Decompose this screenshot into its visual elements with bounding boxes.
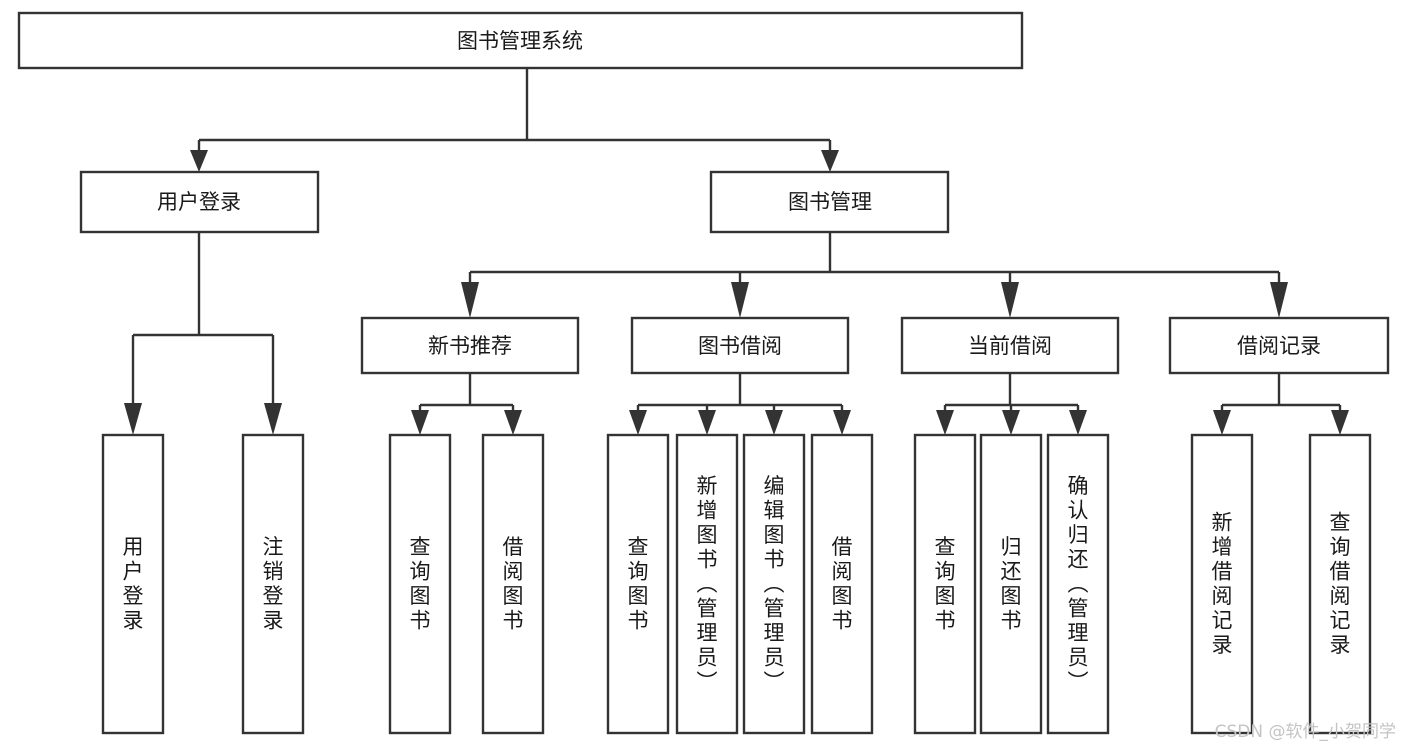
node-leaf-user-login[interactable]: 用户登录	[101, 433, 165, 735]
node-leaf-edit-book-label: 编辑图书︵管理员︶	[764, 474, 785, 694]
node-leaf-query-book-2[interactable]: 查询图书	[606, 433, 670, 735]
node-leaf-confirm-return-box[interactable]	[1046, 433, 1110, 735]
arrow-head-leaf-user-login	[124, 403, 142, 435]
watermark-credit: CSDN @软件_小贺同学	[1215, 722, 1396, 742]
node-book-borrow-box[interactable]	[630, 316, 850, 375]
node-leaf-borrow-book-2[interactable]: 借阅图书	[810, 433, 874, 735]
arrow-head-borrow-record	[1270, 282, 1288, 318]
node-leaf-borrow-book-1[interactable]: 借阅图书	[481, 433, 545, 735]
arrow-head-leaf-confirm-return	[1069, 410, 1087, 435]
node-current-borrow[interactable]: 当前借阅	[900, 316, 1120, 375]
node-leaf-confirm-return-label: 确认归还︵管理员︶	[1068, 474, 1089, 694]
node-root-label: 图书管理系统	[457, 29, 583, 53]
node-root[interactable]: 图书管理系统	[17, 11, 1024, 70]
node-leaf-user-login-label: 用户登录	[123, 535, 144, 633]
node-leaf-query-record[interactable]: 查询借阅记录	[1308, 433, 1372, 735]
node-leaf-query-book-3-label: 查询图书	[935, 535, 956, 633]
node-leaf-logout[interactable]: 注销登录	[241, 433, 305, 735]
node-leaf-query-record-label: 查询借阅记录	[1330, 511, 1351, 658]
arrow-head-leaf-query-record	[1331, 410, 1349, 435]
node-book-borrow-label: 图书借阅	[698, 334, 782, 358]
node-current-borrow-label: 当前借阅	[968, 334, 1052, 358]
arrow-head-book-borrow	[731, 282, 749, 318]
node-user-login-box[interactable]	[79, 170, 320, 234]
node-new-book-recommend[interactable]: 新书推荐	[360, 316, 580, 375]
arrow-head-leaf-query-book-3	[936, 410, 954, 435]
arrow-head-user-login	[190, 150, 208, 172]
arrow-head-book-management	[821, 150, 839, 172]
arrow-head-leaf-borrow-book-1	[504, 410, 522, 435]
node-book-borrow[interactable]: 图书借阅	[630, 316, 850, 375]
node-leaf-query-book-3[interactable]: 查询图书	[913, 433, 977, 735]
node-user-login[interactable]: 用户登录	[79, 170, 320, 234]
node-leaf-borrow-book-1-label: 借阅图书	[503, 535, 524, 633]
node-leaf-query-record-box[interactable]	[1308, 433, 1372, 735]
node-leaf-borrow-book-1-box[interactable]	[481, 433, 545, 735]
node-leaf-query-book-2-box[interactable]	[606, 433, 670, 735]
node-leaf-add-record[interactable]: 新增借阅记录	[1190, 433, 1254, 735]
node-leaf-borrow-book-2-label: 借阅图书	[832, 535, 853, 633]
arrow-head-leaf-query-book-1	[411, 410, 429, 435]
node-leaf-query-book-3-box[interactable]	[913, 433, 977, 735]
node-leaf-edit-book[interactable]: 编辑图书︵管理员︶	[742, 433, 806, 735]
node-leaf-return-book-box[interactable]	[979, 433, 1043, 735]
node-leaf-add-record-label: 新增借阅记录	[1212, 511, 1233, 658]
node-leaf-user-login-box[interactable]	[101, 433, 165, 735]
node-layer: 图书管理系统 用户登录 图书管理 新书推荐 图书借阅 当前借阅 借阅记录	[17, 11, 1390, 735]
arrow-head-new-book-recommend	[461, 282, 479, 318]
arrow-head-leaf-edit-book	[765, 410, 783, 435]
node-leaf-query-book-2-label: 查询图书	[628, 535, 649, 633]
node-leaf-query-book-1[interactable]: 查询图书	[388, 433, 452, 735]
connector-layer	[124, 68, 1349, 435]
arrow-head-current-borrow	[1001, 282, 1019, 318]
node-leaf-borrow-book-2-box[interactable]	[810, 433, 874, 735]
node-leaf-edit-book-box[interactable]	[742, 433, 806, 735]
node-user-login-label: 用户登录	[157, 190, 241, 214]
node-borrow-record-box[interactable]	[1168, 316, 1390, 375]
node-borrow-record-label: 借阅记录	[1237, 334, 1321, 358]
node-root-box[interactable]	[17, 11, 1024, 70]
node-leaf-add-book[interactable]: 新增图书︵管理员︶	[675, 433, 739, 735]
node-leaf-add-book-label: 新增图书︵管理员︶	[697, 474, 718, 694]
node-new-book-recommend-label: 新书推荐	[428, 334, 512, 358]
arrow-head-leaf-borrow-book-2	[833, 410, 851, 435]
node-book-management-label: 图书管理	[788, 190, 872, 214]
arrow-head-leaf-add-record	[1213, 410, 1231, 435]
arrow-head-leaf-logout	[264, 403, 282, 435]
node-current-borrow-box[interactable]	[900, 316, 1120, 375]
arrow-head-leaf-return-book	[1002, 410, 1020, 435]
node-leaf-return-book[interactable]: 归还图书	[979, 433, 1043, 735]
node-leaf-logout-box[interactable]	[241, 433, 305, 735]
arrow-head-leaf-add-book	[698, 410, 716, 435]
node-leaf-add-book-box[interactable]	[675, 433, 739, 735]
arrow-head-leaf-query-book-2	[629, 410, 647, 435]
node-leaf-query-book-1-label: 查询图书	[410, 535, 431, 633]
node-new-book-recommend-box[interactable]	[360, 316, 580, 375]
node-book-management[interactable]: 图书管理	[709, 170, 950, 234]
node-borrow-record[interactable]: 借阅记录	[1168, 316, 1390, 375]
node-book-management-box[interactable]	[709, 170, 950, 234]
node-leaf-query-book-1-box[interactable]	[388, 433, 452, 735]
node-leaf-return-book-label: 归还图书	[1001, 535, 1022, 633]
node-leaf-confirm-return[interactable]: 确认归还︵管理员︶	[1046, 433, 1110, 735]
node-leaf-logout-label: 注销登录	[263, 535, 284, 633]
node-leaf-add-record-box[interactable]	[1190, 433, 1254, 735]
